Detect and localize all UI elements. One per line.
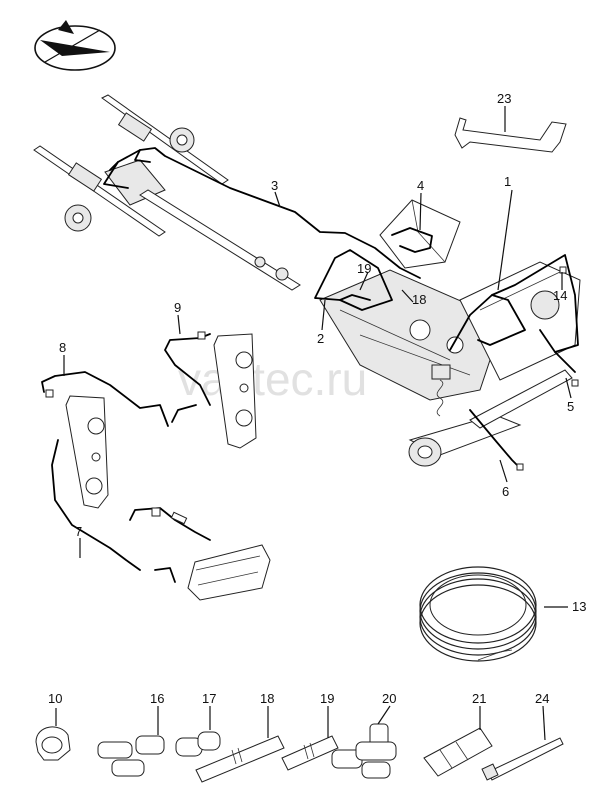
callout-9: 9 xyxy=(174,300,181,315)
tail-lamp-left xyxy=(65,395,109,509)
callout-13: 13 xyxy=(572,599,586,614)
callout-18b: 18 xyxy=(260,691,274,706)
clip-10 xyxy=(35,726,71,761)
compass-arrow-icon xyxy=(34,20,116,71)
callout-2: 2 xyxy=(317,331,324,346)
callout-labels: 1 2 3 4 5 6 7 8 9 10 13 14 16 17 18 18 1… xyxy=(48,91,586,706)
y-connector-16 xyxy=(97,735,165,777)
callout-10: 10 xyxy=(48,691,62,706)
tube-18 xyxy=(195,735,285,783)
callout-4: 4 xyxy=(417,178,424,193)
callout-8: 8 xyxy=(59,340,66,355)
callout-21: 21 xyxy=(472,691,486,706)
bracket-23 xyxy=(454,117,567,153)
watermark: vagtec.ru xyxy=(178,353,367,405)
callout-5: 5 xyxy=(567,399,574,414)
callout-19b: 19 xyxy=(320,691,334,706)
callout-7: 7 xyxy=(75,524,82,539)
callout-14: 14 xyxy=(553,288,567,303)
tail-lamp-right xyxy=(213,333,257,449)
rear-axle-assembly xyxy=(33,94,301,291)
tube-19 xyxy=(281,735,339,771)
callout-3: 3 xyxy=(271,178,278,193)
callout-19: 19 xyxy=(357,261,371,276)
callout-6: 6 xyxy=(502,484,509,499)
wiring-harness xyxy=(103,147,579,471)
callout-23: 23 xyxy=(497,91,511,106)
straight-connector-17 xyxy=(175,731,221,757)
fog-lamp xyxy=(187,544,271,601)
t-connector-20 xyxy=(331,723,397,779)
callout-20: 20 xyxy=(382,691,396,706)
connector-21 xyxy=(423,727,493,777)
callout-1: 1 xyxy=(504,174,511,189)
leader-lines xyxy=(55,106,572,741)
lamp-harnesses xyxy=(41,331,211,583)
tube-coil xyxy=(419,566,537,662)
callout-18: 18 xyxy=(412,292,426,307)
cable-tie-24 xyxy=(481,737,564,781)
callout-16: 16 xyxy=(150,691,164,706)
callout-17: 17 xyxy=(202,691,216,706)
callout-24: 24 xyxy=(535,691,549,706)
